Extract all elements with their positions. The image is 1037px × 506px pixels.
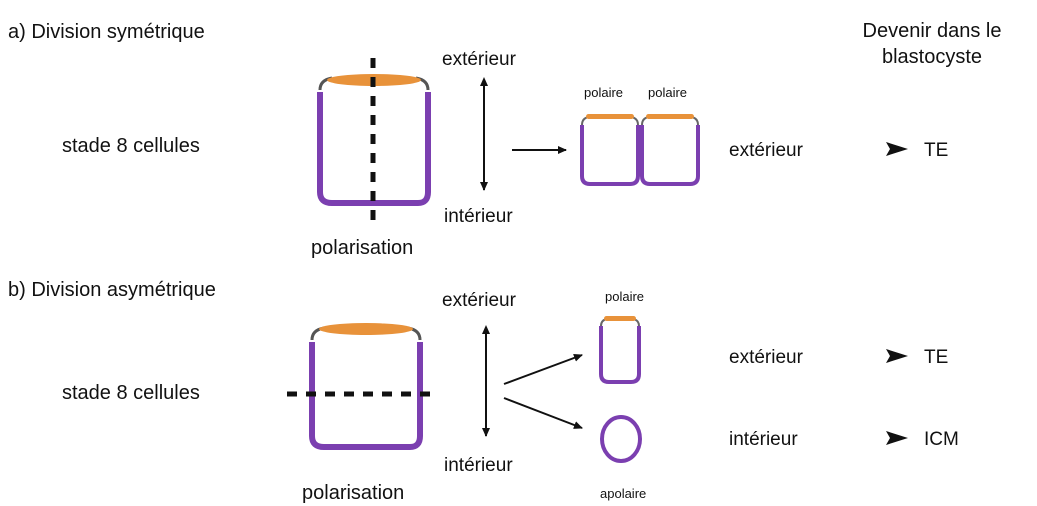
section-a-daughter-left [580,114,640,186]
section-a-fate-chevron [886,142,908,156]
section-a-daughter-right-label: polaire [648,85,688,100]
section-a-title: a) Division symétrique [8,21,205,43]
section-a-bottom-label: intérieur [444,206,513,227]
section-a-polarisation-label: polarisation [311,237,414,259]
section-b-position-top-label: extérieur [729,347,803,368]
section-b-daughter-apolar [600,415,642,463]
section-b-daughter-polar [599,316,641,384]
section-b-bottom-label: intérieur [444,455,513,476]
section-a-top-label: extérieur [442,49,516,70]
section-a-fate-label: TE [924,140,949,161]
section-a-position-label: extérieur [729,140,803,161]
section-b-mother-cell [309,323,423,450]
section-b-daughter-polar-label: polaire [605,289,645,304]
section-a-daughter-right [640,114,700,186]
section-b-stage-label: stade 8 cellules [62,382,200,404]
section-b-position-bottom-label: intérieur [729,429,798,450]
section-b-polarisation-label: polarisation [302,482,405,504]
section-b-title: b) Division asymétrique [8,279,216,301]
section-b-fate-bottom-label: ICM [924,429,959,450]
section-a-stage-label: stade 8 cellules [62,135,200,157]
section-a-daughter-left-label: polaire [584,85,624,100]
section-b-fate-chevron-bottom [886,431,908,445]
section-b-daughter-apolar-label: apolaire [600,486,647,501]
fate-column-header: Devenir dans le blastocyste [862,20,1002,68]
section-b-top-label: extérieur [442,290,516,311]
section-b-fate-top-label: TE [924,347,949,368]
section-b-fate-chevron-top [886,349,908,363]
section-b-arrow-up [503,354,583,385]
section-b-arrow-down [503,397,583,429]
